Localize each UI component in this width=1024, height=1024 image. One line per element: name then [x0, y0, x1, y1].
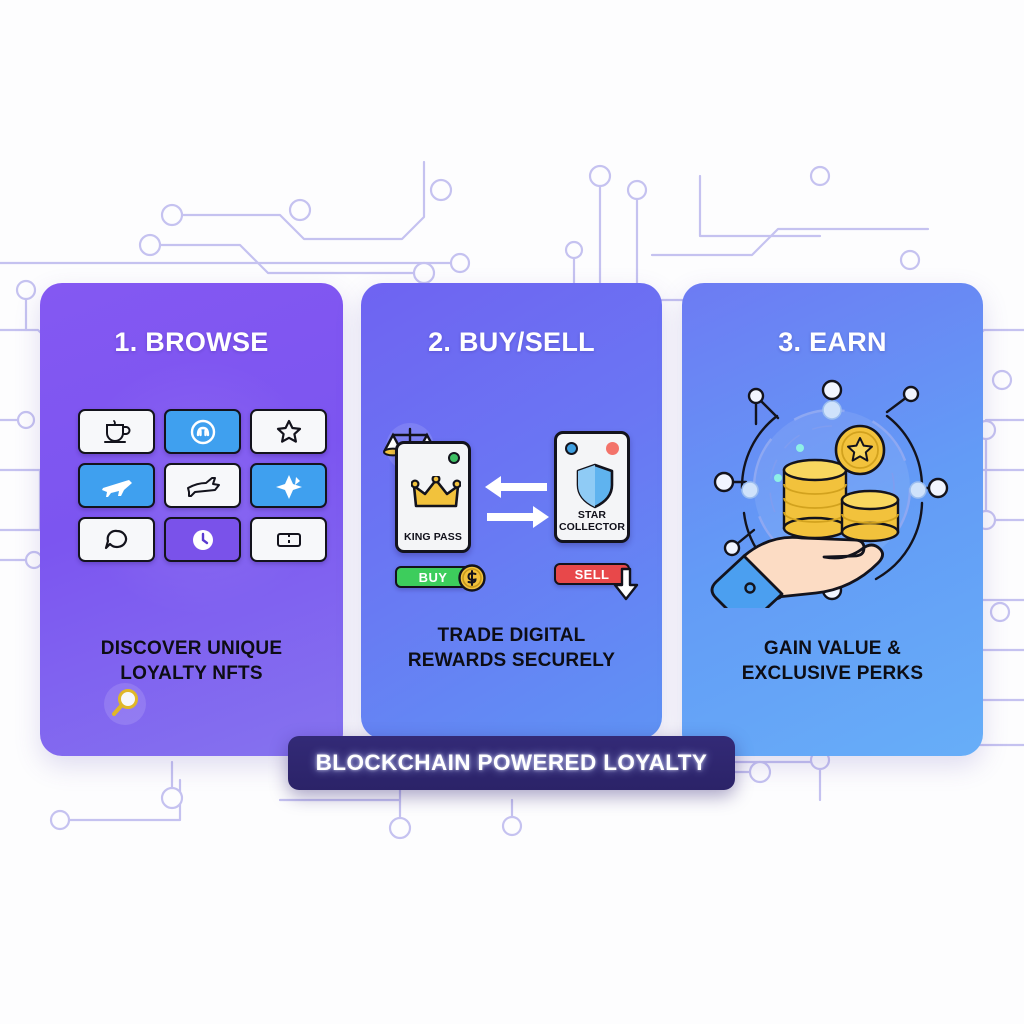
arrow-right-icon [487, 506, 549, 528]
nft-tile-star[interactable] [250, 409, 327, 454]
sell-button-label: SELL [574, 566, 610, 582]
open-hand-icon [710, 536, 884, 626]
earn-artwork [682, 378, 983, 626]
blockchain-banner[interactable]: BLOCKCHAIN POWERED LOYALTY [288, 736, 735, 790]
card-title-browse: 1. BROWSE [114, 327, 269, 357]
star-coin-icon [834, 424, 886, 476]
ticket-icon [276, 532, 301, 547]
step-card-buysell[interactable]: 2. BUY/SELL [361, 283, 662, 739]
card-title-buysell: 2. BUY/SELL [428, 327, 595, 357]
search-magnifier-badge[interactable] [102, 681, 148, 732]
nft-card-king-pass[interactable]: KING PASS [395, 441, 471, 553]
status-dot-green [448, 452, 460, 464]
card-title-earn: 3. EARN [778, 327, 887, 357]
gold-coin-stack-icon [782, 458, 900, 543]
card-caption-browse: DISCOVER UNIQUE LOYALTY NFTS [100, 638, 283, 684]
nft-tile-clock[interactable] [164, 517, 241, 562]
card-caption-buysell: TRADE DIGITAL REWARDS SECURELY [407, 625, 616, 671]
crown-icon [411, 476, 461, 508]
banner-label: BLOCKCHAIN POWERED LOYALTY [315, 750, 708, 775]
step-card-browse[interactable]: 1. BROWSE [40, 283, 343, 756]
arrow-left-icon [485, 476, 547, 498]
spiral-badge-icon [190, 419, 215, 444]
nft-tile-chat[interactable] [78, 517, 155, 562]
nft-tile-coffee[interactable] [78, 409, 155, 454]
nft-grid-artwork [40, 401, 343, 601]
clock-icon [192, 529, 213, 550]
step-card-earn[interactable]: 3. EARN [682, 283, 983, 756]
buy-button-label: BUY [418, 569, 448, 585]
trade-artwork: KING PASS [361, 423, 662, 613]
airplane-icon [101, 479, 132, 497]
nft-card-label-star-collector: STAR COLLECTOR [558, 509, 626, 533]
arrow-down-icon [613, 567, 639, 601]
nft-card-star-collector[interactable]: STAR COLLECTOR [554, 431, 630, 543]
dollar-coin-icon [458, 564, 486, 592]
airplane-tilt-icon [275, 474, 302, 499]
nft-tile-airplane-1[interactable] [78, 463, 155, 508]
nft-tile-airplane-3[interactable] [250, 463, 327, 508]
card-caption-earn: GAIN VALUE & EXCLUSIVE PERKS [741, 638, 924, 684]
exchange-arrows [483, 475, 551, 536]
nft-tile-badge[interactable] [164, 409, 241, 454]
airplane-side-icon [186, 476, 220, 497]
shield-icon [576, 463, 614, 509]
coffee-cup-icon [103, 419, 130, 443]
nft-tile-grid[interactable] [78, 409, 327, 562]
nft-tile-ticket[interactable] [250, 517, 327, 562]
nft-tile-airplane-2[interactable] [164, 463, 241, 508]
status-dot-red [606, 442, 619, 455]
chat-loop-icon [104, 529, 127, 549]
magnifier-search-icon [112, 689, 138, 716]
star-icon [276, 419, 301, 443]
nft-card-label-king-pass: KING PASS [404, 531, 462, 543]
status-dot-blue [565, 442, 578, 455]
